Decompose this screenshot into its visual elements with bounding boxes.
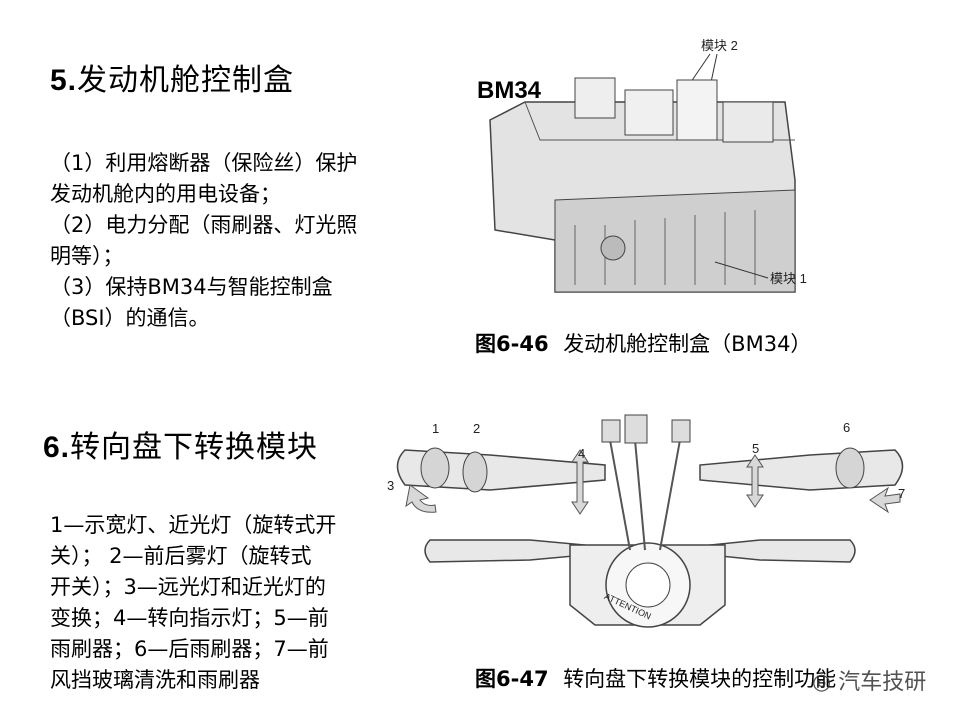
section5-line-3: （2）电力分配（雨刷器、灯光照 [50,213,358,237]
section5-line-5: （3）保持BM34与智能控制盒 [50,275,333,299]
figure-6-47-number: 图6-47 [475,667,549,691]
right-stalk-ring [835,447,865,489]
figure-6-46-caption: 图6-46 发动机舱控制盒（BM34） [475,328,811,358]
section6-heading: 6.转向盘下转换模块 [43,422,318,466]
right-stalk-upper [699,449,904,491]
section5-line-2: 发动机舱内的用电设备； [50,182,281,206]
module1-fuses [574,210,756,285]
section6-line-1: 1—示宽灯、近光灯（旋转式开 [50,513,337,537]
section5-body: （1）利用熔断器（保险丝）保护 发动机舱内的用电设备； （2）电力分配（雨刷器、… [50,148,357,334]
left-stalk-lower [424,539,586,563]
watermark-icon: ◎ [812,670,839,695]
section5-line-4: 明等）； [50,244,124,268]
section6-line-3: 开关）；3—远光灯和近光灯的 [50,575,326,599]
section6-number: 6. [43,431,71,464]
section6-line-6: 风挡玻璃清洗和雨刷器 [50,668,260,692]
section5-line-6: （BSI）的通信。 [50,306,210,330]
section6-body: 1—示宽灯、近光灯（旋转式开 关）； 2—前后雾灯（旋转式 开关）；3—远光灯和… [50,510,336,696]
section6-line-2: 关）； 2—前后雾灯（旋转式 [50,544,312,568]
clock-spring-hub [625,562,671,608]
cables [609,439,681,551]
box-knob [600,235,626,261]
relay-block [574,77,616,119]
section6-line-5: 雨刷器；6—后雨刷器；7—前 [50,637,329,661]
figure-6-47-caption: 图6-47 转向盘下转换模块的控制功能 [475,663,836,693]
module1-label: 模块 1 [770,271,807,286]
bm34-label: BM34 [477,77,542,104]
function-arrows [405,449,901,515]
left-stalk-upper [396,449,606,491]
switch-module-figure: ATTENTION 1 2 3 4 5 6 7 [387,414,905,628]
watermark-text: 汽车技研 [838,670,927,695]
module2-block [624,89,674,136]
section5-line-1: （1）利用熔断器（保险丝）保护 [50,151,358,175]
left-stalk-ring-1 [420,447,450,489]
connector-3 [671,419,691,443]
watermark: ◎ 汽车技研 [812,664,926,696]
callout-1: 1 [432,421,439,436]
callout-5: 5 [752,441,759,456]
section5-number: 5. [50,64,78,97]
callout-2: 2 [473,421,480,436]
module2-block-2 [676,79,718,141]
module1-leader [714,261,769,279]
callout-7: 7 [898,486,905,501]
connector-1 [601,419,621,443]
left-stalk-ring-2 [462,451,488,493]
figure-6-47-text: 转向盘下转换模块的控制功能 [563,667,837,691]
section5-heading: 5.发动机舱控制盒 [50,55,294,99]
callout-4: 4 [578,446,585,461]
callout-3: 3 [387,478,394,493]
bm34-figure: BM34 模块 2 模块 1 [477,38,807,293]
figure-6-46-text: 发动机舱控制盒（BM34） [563,332,812,356]
right-stalk-lower [709,539,856,563]
module1-block [554,189,796,293]
section5-title: 发动机舱控制盒 [77,63,295,98]
figure-6-46-number: 图6-46 [475,332,549,356]
section6-title: 转向盘下转换模块 [70,430,319,465]
callout-6: 6 [843,420,850,435]
fuse-row [722,101,774,143]
connector-2 [624,414,648,444]
section6-line-4: 变换；4—转向指示灯；5—前 [50,606,329,630]
module2-label: 模块 2 [701,38,738,53]
